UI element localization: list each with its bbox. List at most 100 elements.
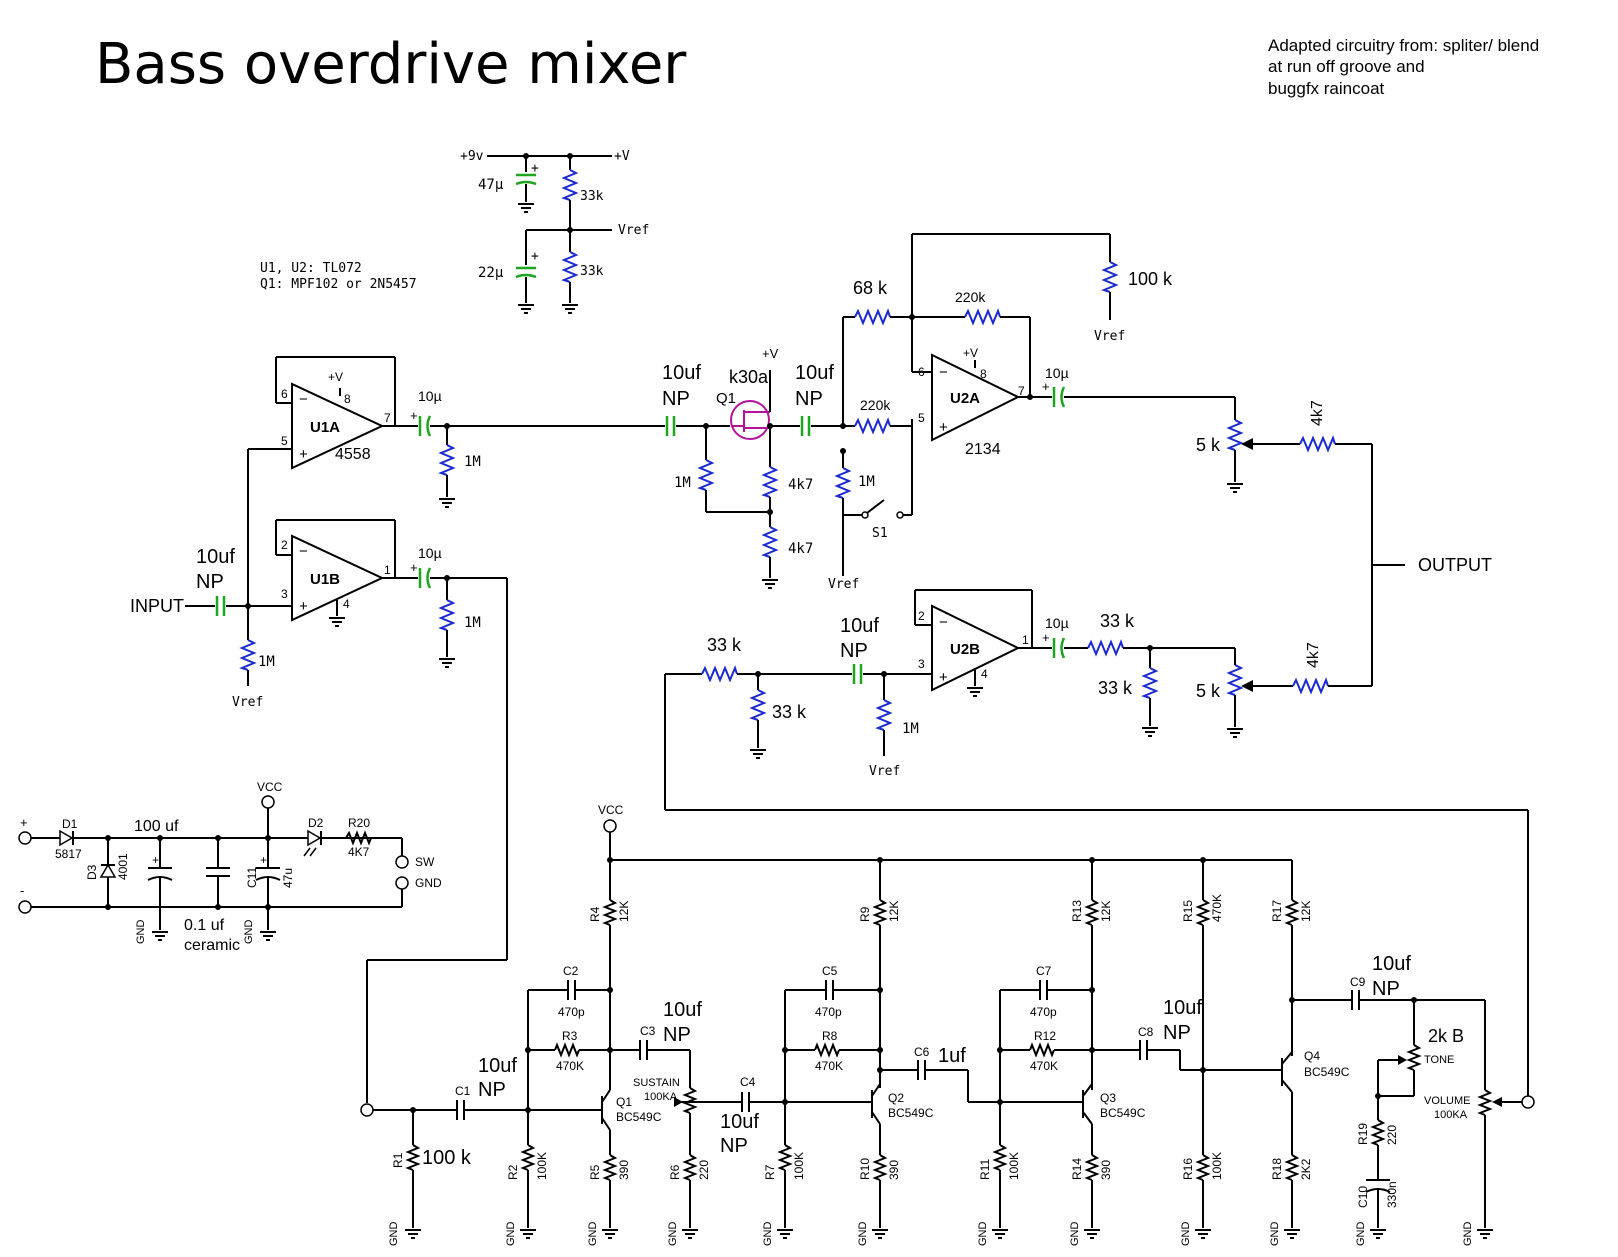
blend-r2: 4k7 (1305, 642, 1322, 668)
rc-r9-val: 12K (887, 901, 901, 922)
rc-c3: C3 (640, 1024, 656, 1038)
note-opamps: U1, U2: TL072 (260, 261, 362, 276)
svg-text:3: 3 (918, 657, 925, 671)
u2b-r-out: 33 k (1100, 611, 1135, 631)
u2a-vref: Vref (1094, 329, 1125, 344)
rc-q2-part: BC549C (888, 1106, 934, 1120)
rc-sustain: SUSTAIN (633, 1077, 680, 1089)
rc-c2: C2 (563, 964, 579, 978)
u2b-r-bias: 1M (902, 721, 919, 737)
r20-val: 4K7 (348, 845, 370, 859)
u1a-out-r: 1M (464, 454, 481, 470)
svg-text:−: − (939, 364, 948, 381)
svg-text:GND: GND (1355, 1222, 1367, 1247)
u2b-r-div: 33 k (772, 702, 807, 722)
rc-r8: R8 (822, 1029, 838, 1043)
u2a-r-100k: 100 k (1128, 269, 1173, 289)
opamp-u2a: U2A 2134 − + 6 5 7 8 +V + 10µ (918, 346, 1236, 458)
svg-text:5: 5 (918, 411, 925, 425)
blend-r1: 4k7 (1309, 400, 1326, 426)
u1a-part: 4558 (335, 446, 371, 463)
c11-val: 47u (281, 868, 295, 888)
power-gnd: GND (415, 876, 442, 890)
svg-text:+: + (410, 408, 418, 423)
svg-text:GND: GND (1462, 1222, 1474, 1247)
jfet-buffer: 10uf NP 1M +V Q1 k30a 4k7 4k7 10uf NP (662, 346, 855, 589)
rc-c3-val-1: 10uf (663, 999, 702, 1021)
rc-c3-val-2: NP (663, 1024, 691, 1046)
d3-label: D3 (85, 864, 99, 880)
rc-c1-val-1: 10uf (478, 1055, 517, 1077)
rc-r17-val: 12K (1299, 901, 1313, 922)
svg-text:−: − (299, 391, 308, 408)
input-vref: Vref (232, 695, 263, 710)
rc-r1: R1 (391, 1152, 405, 1168)
rc-c8-val-2: NP (1163, 1022, 1191, 1044)
rc-c10-val: 330n (1385, 1181, 1399, 1208)
svg-text:4: 4 (981, 667, 988, 681)
rc-r19: R19 (1356, 1123, 1370, 1145)
u2b-r-shunt: 33 k (1098, 678, 1133, 698)
jfet-r-drain: 4k7 (788, 477, 813, 493)
svg-text:GND: GND (243, 920, 255, 945)
d1-part: 5817 (55, 847, 82, 861)
u2a-r-1m: 1M (858, 474, 875, 490)
u1b-out-r: 1M (464, 615, 481, 631)
rc-c4-val-1: 10uf (720, 1111, 759, 1133)
c-big-label: 100 uf (134, 818, 179, 835)
jfet-r-source: 4k7 (788, 541, 813, 557)
rc-volume: VOLUME (1424, 1095, 1470, 1107)
rc-r6: R6 (668, 1164, 682, 1180)
u2a-vref2: Vref (828, 577, 859, 592)
rc-c2-val: 470p (558, 1005, 585, 1019)
rc-c10: C10 (1356, 1186, 1370, 1208)
svg-text:+: + (531, 249, 539, 264)
blend-network: 5 k 4k7 5 k 4k7 OUTPUT (1196, 400, 1492, 738)
svg-text:GND: GND (388, 1222, 400, 1247)
u2b-network: 33 k 33 k 10uf NP 1M Vref (665, 615, 932, 779)
input-bias-r: 1M (258, 654, 275, 670)
svg-text:+: + (1042, 379, 1050, 394)
rc-r4: R4 (588, 906, 602, 922)
jfet-r-gate: 1M (674, 475, 691, 491)
svg-text:4: 4 (343, 597, 350, 611)
blend-pot1: 5 k (1196, 435, 1221, 455)
credits-line-3: buggfx raincoat (1268, 79, 1385, 98)
input-cap-label-1: 10uf (196, 546, 235, 568)
svg-text:+: + (410, 560, 418, 575)
power-section: + - D1 5817 D3 4001 + 100 uf 0.1 uf cera… (18, 780, 442, 954)
svg-text:GND: GND (667, 1222, 679, 1247)
u2b-r-in: 33 k (707, 635, 742, 655)
d3-part: 4001 (116, 853, 130, 880)
rc-c1-val-2: NP (478, 1079, 506, 1101)
svg-text:7: 7 (384, 411, 391, 425)
u2a-part: 2134 (965, 441, 1001, 458)
c11-label: C11 (245, 867, 259, 888)
jfet-cout-1: 10uf (795, 362, 834, 384)
rc-tone-val: 2k B (1428, 1026, 1464, 1046)
rc-c5-val: 470p (815, 1005, 842, 1019)
u2b-name: U2B (950, 641, 980, 658)
rc-r13-val: 12K (1099, 901, 1113, 922)
rc-r14-val: 390 (1099, 1160, 1113, 1180)
power-plus: + (20, 815, 28, 830)
jfet-name: Q1 (716, 390, 736, 407)
r20-label: R20 (348, 816, 370, 830)
d2-label: D2 (308, 816, 324, 830)
svg-text:+: + (152, 853, 159, 867)
label-33k-bot: 33k (580, 264, 604, 279)
u2b-cap-out: 10µ (1045, 615, 1069, 631)
rc-c4-val-2: NP (720, 1135, 748, 1157)
rc-q4-part: BC549C (1304, 1065, 1350, 1079)
u2a-r-in: 220k (860, 397, 891, 413)
power-sw: SW (415, 855, 435, 869)
rc-r18-val: 2K2 (1299, 1158, 1313, 1180)
u2a-network: 220k 68 k 100 k Vref 220k 1M Vref S1 (828, 233, 1173, 592)
rc-r10: R10 (858, 1158, 872, 1180)
d1-label: D1 (62, 817, 78, 831)
rc-c5: C5 (822, 964, 838, 978)
rc-r6-val: 220 (697, 1160, 711, 1180)
svg-text:+: + (299, 446, 308, 463)
svg-text:5: 5 (281, 434, 288, 448)
